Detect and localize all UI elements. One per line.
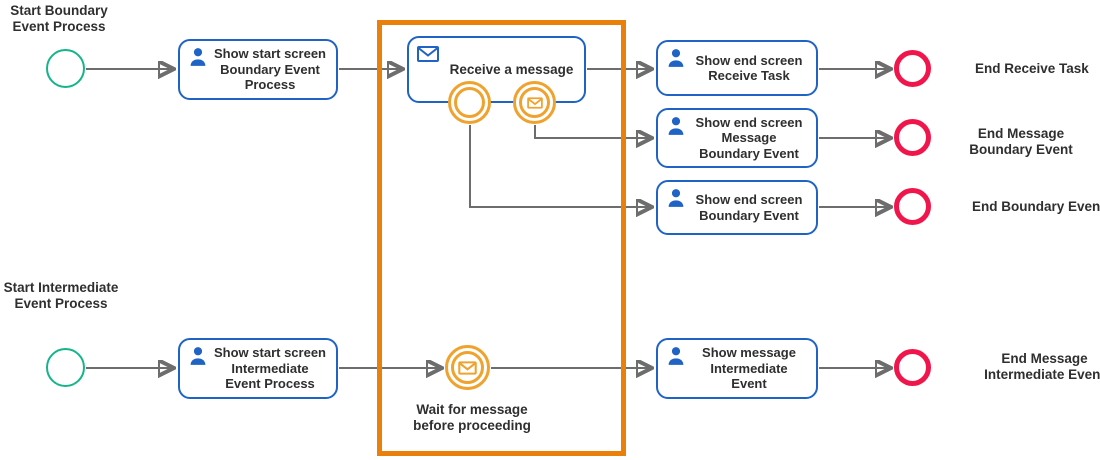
task-show-end-boundary[interactable]: Show end screen Boundary Event [656,180,818,235]
task-show-start-intermediate[interactable]: Show start screen Intermediate Event Pro… [178,338,338,399]
flow-plain-boundary-elbow[interactable] [469,125,650,207]
task-label: Show start screen Boundary Event Process [214,46,326,93]
user-icon [189,47,207,72]
task-label: Show message Intermediate Event [702,345,796,392]
wait-for-message-label: Wait for message before proceeding [413,402,531,433]
start-event-intermediate[interactable] [46,348,85,387]
end-event-boundary[interactable] [894,188,931,225]
flow-message-boundary-elbow[interactable] [534,125,650,138]
intermediate-message-event[interactable] [445,345,490,390]
user-icon [189,346,207,371]
start-boundary-process-label: Start Boundary Event Process [10,3,108,34]
boundary-event-plain[interactable] [448,81,491,124]
task-show-message-intermediate[interactable]: Show message Intermediate Event [656,338,818,399]
task-receive-a-message[interactable]: Receive a message [407,36,586,103]
boundary-event-message[interactable] [513,81,556,124]
task-label: Show end screen Message Boundary Event [695,114,803,161]
highlight-rectangle [377,20,626,456]
user-icon [667,116,685,141]
message-icon [417,46,439,67]
user-icon [667,346,685,371]
end-event-message-intermediate[interactable] [894,349,931,386]
start-event-boundary[interactable] [46,49,85,88]
task-show-end-receive[interactable]: Show end screen Receive Task [656,40,818,96]
task-label: Show end screen Receive Task [695,52,803,84]
task-label: Show start screen Intermediate Event Pro… [214,345,326,392]
user-icon [667,188,685,213]
message-icon [458,360,477,375]
user-icon [667,48,685,73]
message-icon [526,96,543,109]
task-show-end-message-boundary[interactable]: Show end screen Message Boundary Event [656,108,818,168]
end-boundary-label: End Boundary Event [972,199,1100,214]
task-label: Show end screen Boundary Event [695,192,803,223]
end-message-intermediate-label: End Message Intermediate Event [984,351,1100,382]
task-label: Receive a message [449,61,574,77]
end-event-receive[interactable] [894,50,931,87]
end-message-boundary-label: End Message Boundary Event [969,126,1073,157]
end-event-message-boundary[interactable] [894,119,931,156]
end-receive-task-label: End Receive Task [975,61,1089,76]
start-intermediate-process-label: Start Intermediate Event Process [3,280,119,311]
task-show-start-boundary[interactable]: Show start screen Boundary Event Process [178,39,338,100]
